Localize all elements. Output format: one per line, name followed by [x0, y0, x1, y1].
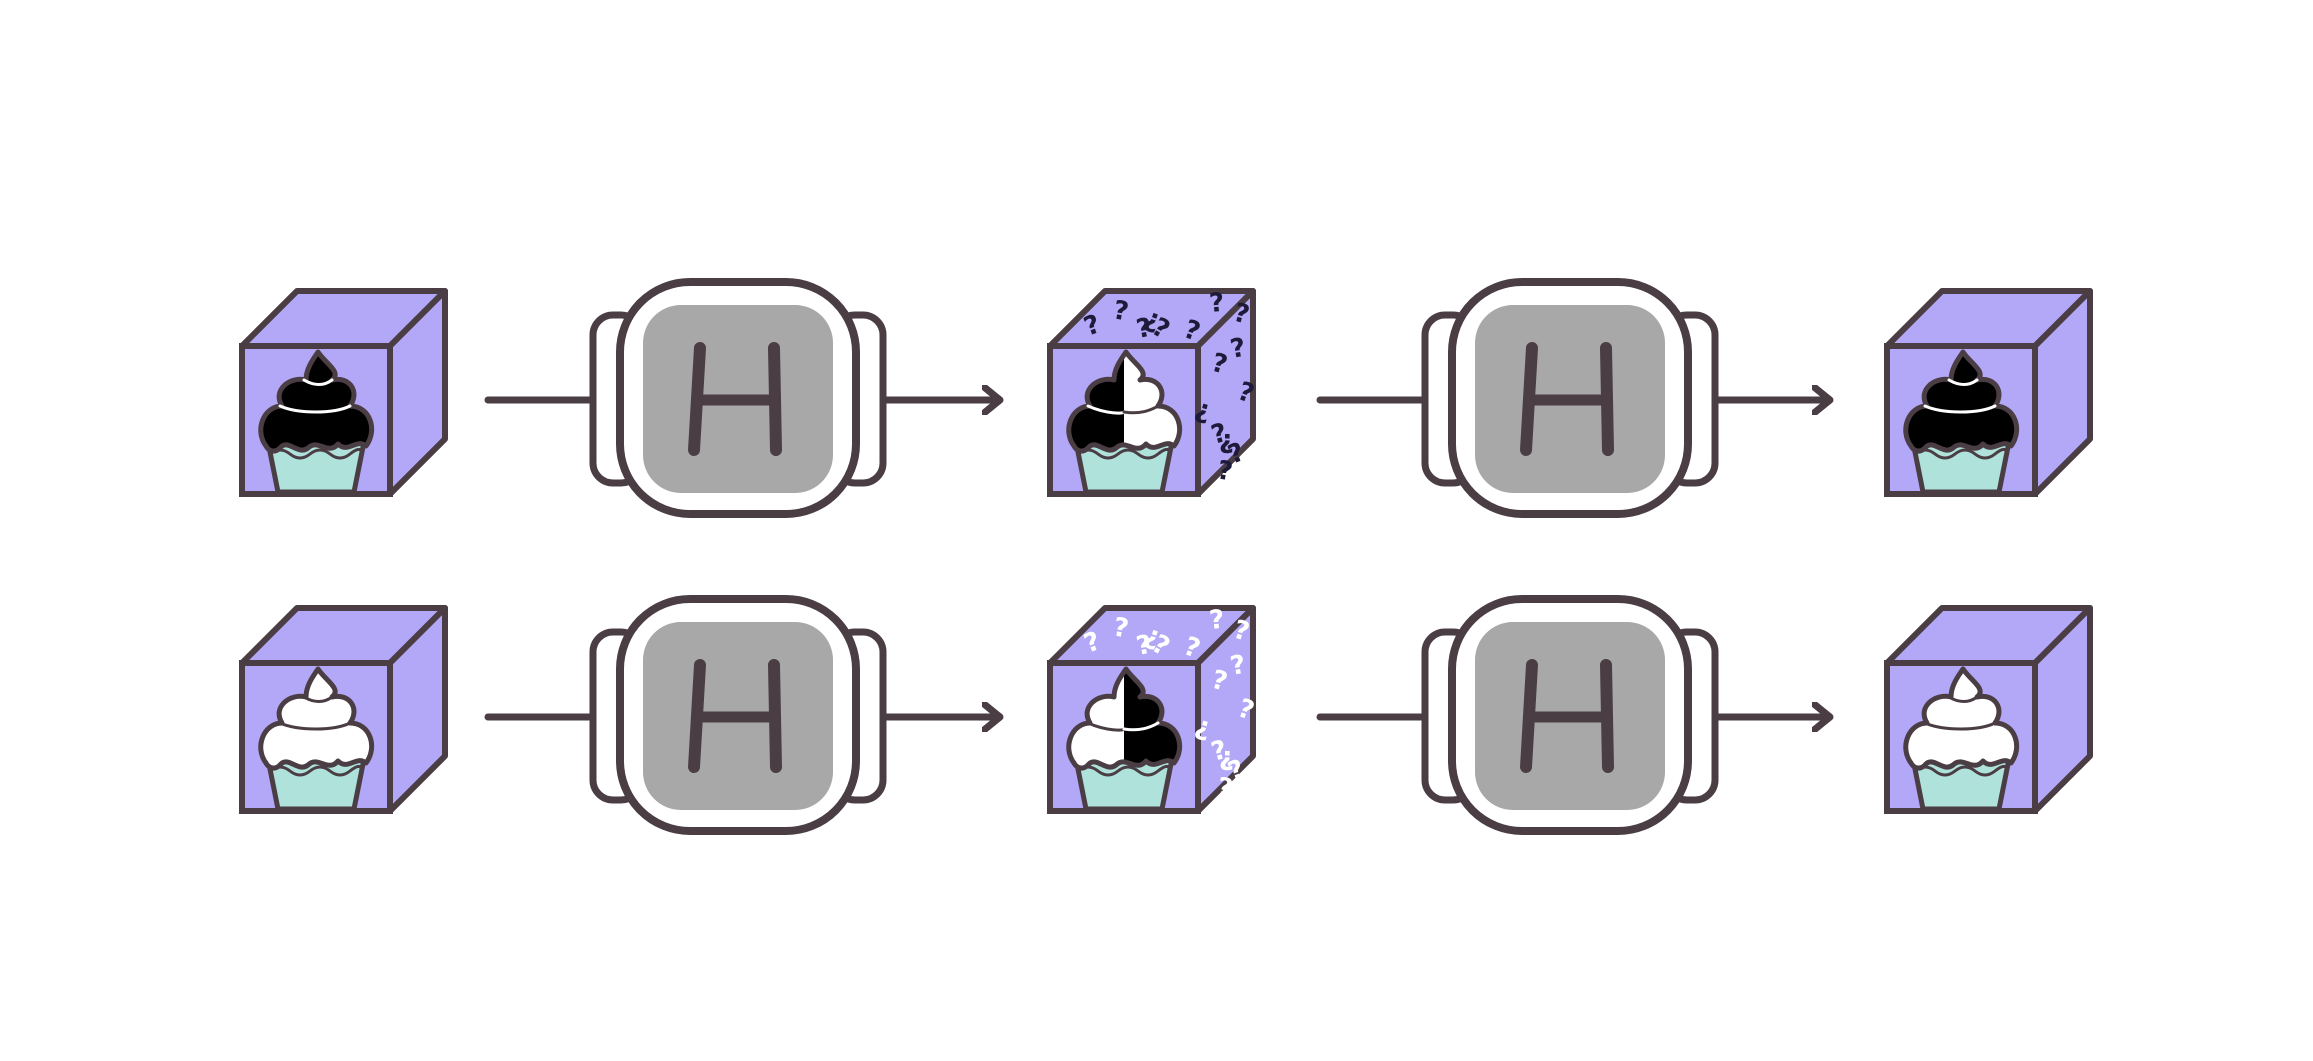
superposition-box: ???????????????? [1047, 288, 1258, 497]
cupcake [258, 666, 375, 812]
frosting-swirl [1122, 404, 1160, 415]
frosting-swirl [1923, 404, 1997, 414]
frosting-swirl [278, 404, 352, 414]
question-mark: ? [1230, 298, 1252, 331]
question-mark: ? [1208, 605, 1226, 636]
question-mark: ? [1230, 615, 1252, 648]
question-mark: ? [1208, 348, 1230, 381]
cupcake [1903, 666, 2020, 812]
question-mark: ? [1208, 418, 1230, 451]
cup-wave [269, 447, 364, 460]
frosting-swirl [1923, 721, 1997, 731]
gate-label-h [1520, 342, 1614, 456]
frosting-swirl [302, 378, 334, 386]
hadamard-gate: H [589, 278, 887, 518]
question-mark: ? [1111, 612, 1131, 644]
cupcake [1066, 349, 1183, 495]
cupcake [258, 349, 375, 495]
frosting-swirl [302, 695, 334, 703]
cupcake [1903, 349, 2020, 495]
question-mark: ? [1208, 735, 1230, 768]
frosting-left-half [1068, 354, 1124, 452]
state-box [239, 288, 448, 497]
frosting-right-half [1124, 352, 1180, 449]
cup-wave [1077, 447, 1172, 460]
question-mark: ? [1219, 744, 1234, 774]
frosting-right-half [1124, 669, 1180, 766]
superposition-box: ???????????????? [1047, 605, 1258, 814]
state-box [239, 605, 448, 814]
question-mark: ? [1134, 313, 1154, 345]
question-mark: ? [1228, 650, 1248, 682]
state-box [1884, 288, 2093, 497]
cup-wave [1914, 447, 2009, 460]
question-mark: ? [1111, 295, 1131, 327]
gate-label-h [688, 659, 782, 773]
hadamard-gate: H [1421, 278, 1719, 518]
cup-wave [1077, 764, 1172, 777]
cup-wave [269, 764, 364, 777]
hadamard-gate: H [589, 595, 887, 835]
question-mark: ? [1215, 455, 1235, 487]
frosting-swirl [1947, 378, 1979, 386]
frosting-swirl [1947, 695, 1979, 703]
frosting-swirl [1122, 721, 1160, 732]
frosting-swirl [278, 721, 352, 731]
question-mark: ? [1191, 395, 1213, 428]
cupcake [1066, 666, 1183, 812]
question-mark: ? [1191, 712, 1213, 745]
hadamard-gate: H [1421, 595, 1719, 835]
question-mark: ? [1219, 427, 1234, 457]
question-mark: ? [1228, 333, 1248, 365]
state-box [1884, 605, 2093, 814]
question-mark: ? [1208, 288, 1226, 319]
gate-label-h [688, 342, 782, 456]
cup-wave [1914, 764, 2009, 777]
frosting-left-half [1068, 671, 1124, 769]
question-mark: ? [1208, 665, 1230, 698]
question-mark: ? [1215, 772, 1235, 804]
question-mark: ? [1134, 630, 1154, 662]
gate-label-h [1520, 659, 1614, 773]
